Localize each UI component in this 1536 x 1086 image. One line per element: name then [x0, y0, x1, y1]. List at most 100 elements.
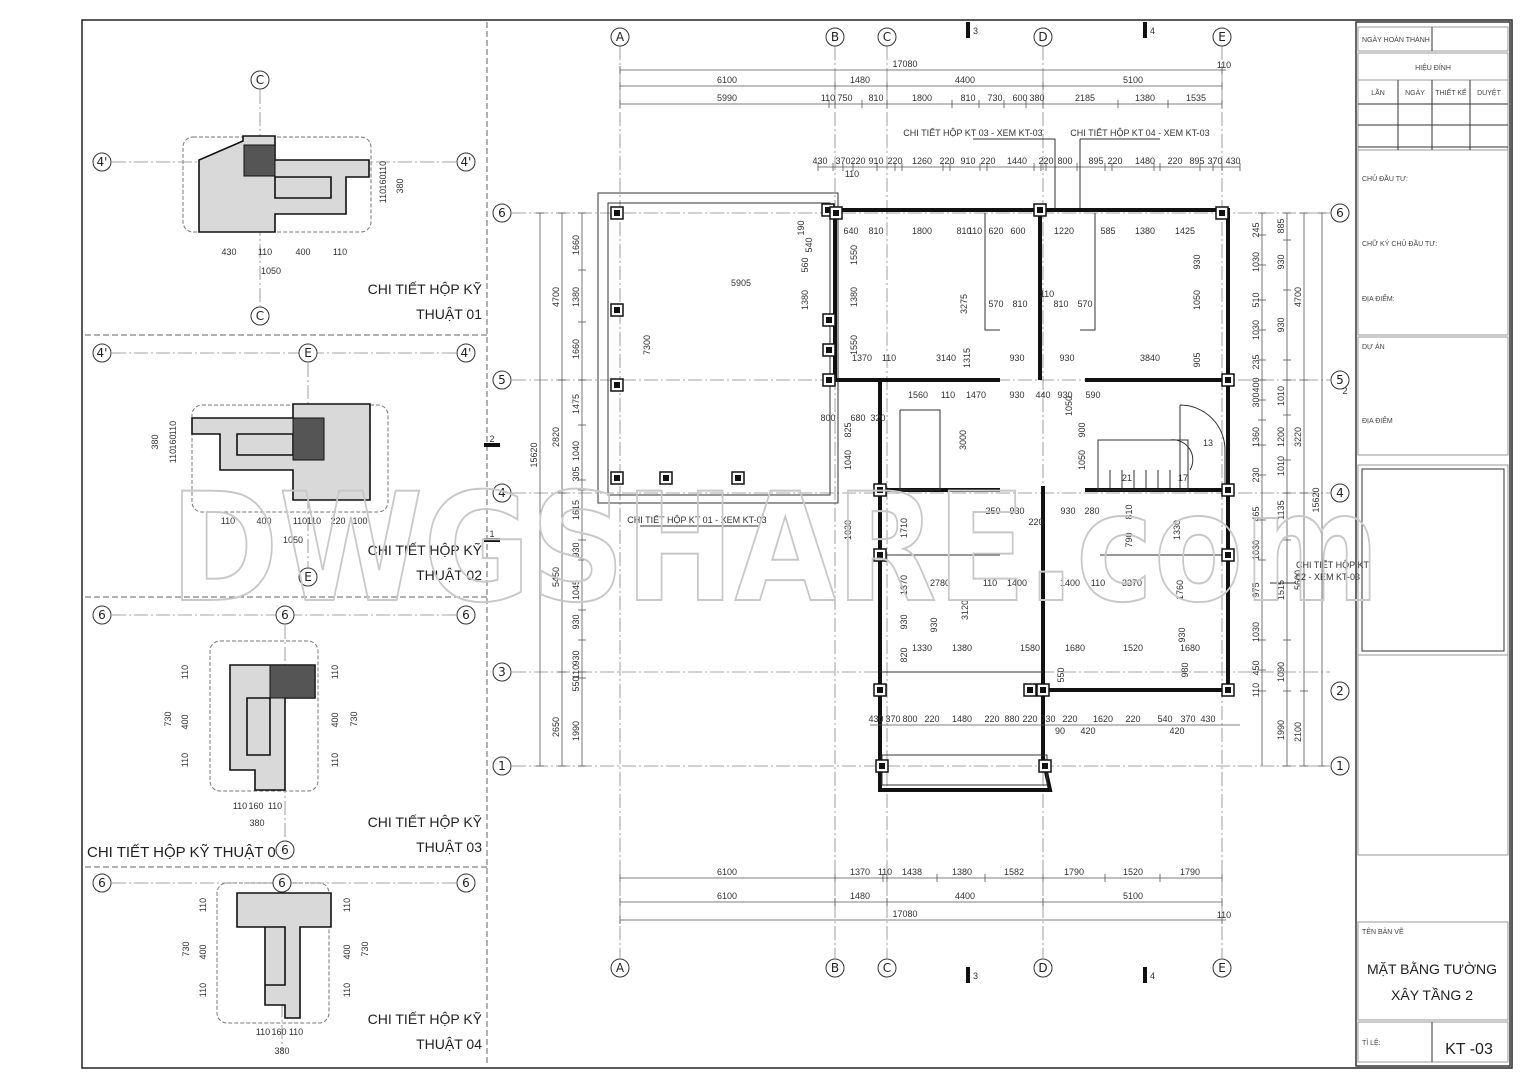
- dimension-label: 980: [1180, 662, 1190, 677]
- stair-step-number: 17: [1178, 473, 1188, 483]
- column-core: [614, 382, 620, 388]
- dimension-label: 110: [1217, 910, 1231, 920]
- dimension-label: 430: [1225, 156, 1240, 166]
- grid-bubble-left: 5: [492, 370, 512, 390]
- dimension-label: 930: [1060, 506, 1075, 516]
- grid-bubble-label: C: [256, 73, 264, 87]
- dimension-label: 5450: [551, 567, 561, 587]
- dimension-label: 220: [939, 156, 954, 166]
- drawing-name: MẶT BẰNG TƯỜNG: [1367, 960, 1497, 977]
- detail-dimension: 110: [289, 1027, 303, 1037]
- dimension-label: 4700: [551, 287, 561, 307]
- dimension-label: 1620: [1093, 714, 1113, 724]
- detail-title: CHI TIẾT HỘP KỸ: [368, 814, 483, 830]
- note-detail-kt02: 02 - XEM KT-03: [1296, 572, 1360, 582]
- grid-bubble-left: 3: [492, 662, 512, 682]
- detail-dimension: 110: [342, 983, 352, 997]
- column-core: [614, 307, 620, 313]
- stair-outline: [1097, 439, 1189, 491]
- column-core: [1225, 687, 1231, 693]
- detail-title: CHI TIẾT HỘP KỸ: [368, 1011, 483, 1027]
- section-mark-label: 1: [489, 529, 494, 539]
- dimension-label: 930: [1009, 353, 1024, 363]
- grid-bubble-circle: [877, 27, 897, 47]
- dimension-label: 1660: [571, 235, 581, 255]
- grid-bubble-label: 5: [1336, 373, 1344, 387]
- column-core: [879, 763, 885, 769]
- grid-bubble-circle: [1033, 958, 1053, 978]
- grid-bubble-label: 5: [498, 373, 506, 387]
- dimension-label: 370: [1180, 714, 1195, 724]
- dimension-label: 3220: [1293, 427, 1303, 447]
- detail-dimension: 400: [198, 944, 208, 959]
- grid-bubble-bottom-A: A: [610, 958, 630, 978]
- grid-bubble-circle: [825, 27, 845, 47]
- detail-outline: [209, 640, 319, 792]
- dimension-label: 510: [1251, 292, 1261, 307]
- dimension-label: 220: [887, 156, 902, 166]
- dimension-label: 6100: [717, 867, 737, 877]
- detail-title: THUẬT 04: [416, 1036, 482, 1052]
- dimension-label: 1315: [962, 348, 972, 368]
- dimension-label: 1438: [902, 867, 922, 877]
- dimension-label: 1580: [1020, 643, 1040, 653]
- grid-bubble-top-A: A: [610, 27, 630, 47]
- dimension-label: 220: [1028, 517, 1043, 527]
- dimension-label: 1790: [1180, 867, 1200, 877]
- stair-step-number: 13: [1203, 438, 1213, 448]
- dimension-label: 585: [1100, 226, 1115, 236]
- dimension-label: 1660: [571, 339, 581, 359]
- grid-bubble-circle: [492, 483, 512, 503]
- dimension-label: 5100: [1123, 891, 1143, 901]
- grid-bubble-label: 6: [498, 206, 506, 220]
- column-core: [833, 210, 839, 216]
- dimension-label: 900: [1077, 422, 1087, 437]
- dimension-label: 1480: [850, 891, 870, 901]
- grid-bubble-right: 2: [1330, 681, 1350, 701]
- dimension-label: 220: [1107, 156, 1122, 166]
- dimension-label: 1220: [1054, 226, 1074, 236]
- dimension-label: 1380: [849, 287, 859, 307]
- dimension-label: 1040: [571, 441, 581, 461]
- column-core: [877, 552, 883, 558]
- grid-bubble-label: C: [883, 961, 891, 975]
- detail-grid-bubble-top: E: [298, 343, 318, 363]
- grid-bubble-right: 1: [1330, 756, 1350, 776]
- dimension-label: 5905: [731, 278, 751, 288]
- dimension-label: 17080: [892, 909, 917, 919]
- dimension-label: 1030: [1251, 252, 1261, 272]
- title-block-cell: [1357, 26, 1509, 52]
- dimension-label: 1760: [1175, 580, 1185, 600]
- dimension-label: 930: [1057, 390, 1072, 400]
- detail-overlap-label: CHI TIẾT HỘP KỸ THUẬT 0: [87, 844, 276, 861]
- dimension-label: 110: [1040, 289, 1054, 299]
- dimension-label: 1380: [952, 643, 972, 653]
- grid-bubble-label: B: [831, 961, 839, 975]
- dimension-label: 440: [1035, 390, 1050, 400]
- scale-label: TỈ LỆ:: [1362, 1038, 1381, 1047]
- grid-bubble-circle: [610, 958, 630, 978]
- grid-bubble-circle: [92, 152, 112, 172]
- dimension-label: 885: [1276, 218, 1286, 233]
- title-block-cell: [1357, 1021, 1509, 1063]
- dimension-label: 895: [1088, 156, 1103, 166]
- column-core: [1225, 552, 1231, 558]
- detail-dimension: 110: [233, 801, 247, 811]
- revision-header: NGÀY: [1405, 88, 1425, 97]
- dimension-label: 1680: [1065, 643, 1085, 653]
- grid-bubble-circle: [92, 873, 112, 893]
- title-block-cell: [1357, 149, 1509, 336]
- section-mark-label: 4: [1150, 971, 1155, 981]
- dimension-label: 1515: [1276, 580, 1286, 600]
- dimension-label: 220: [984, 714, 999, 724]
- title-block-cell: [1357, 654, 1509, 856]
- dimension-label: 5990: [717, 93, 737, 103]
- dimension-label: 1475: [571, 394, 581, 414]
- column-core: [1225, 487, 1231, 493]
- grid-bubble-label: A: [616, 30, 625, 44]
- dimension-label: 570: [988, 299, 1003, 309]
- owner-label: CHỦ ĐẦU TƯ:: [1362, 173, 1408, 183]
- stamp-box: [1361, 468, 1505, 652]
- grid-bubble-circle: [492, 203, 512, 223]
- grid-bubble-label: E: [1218, 30, 1226, 44]
